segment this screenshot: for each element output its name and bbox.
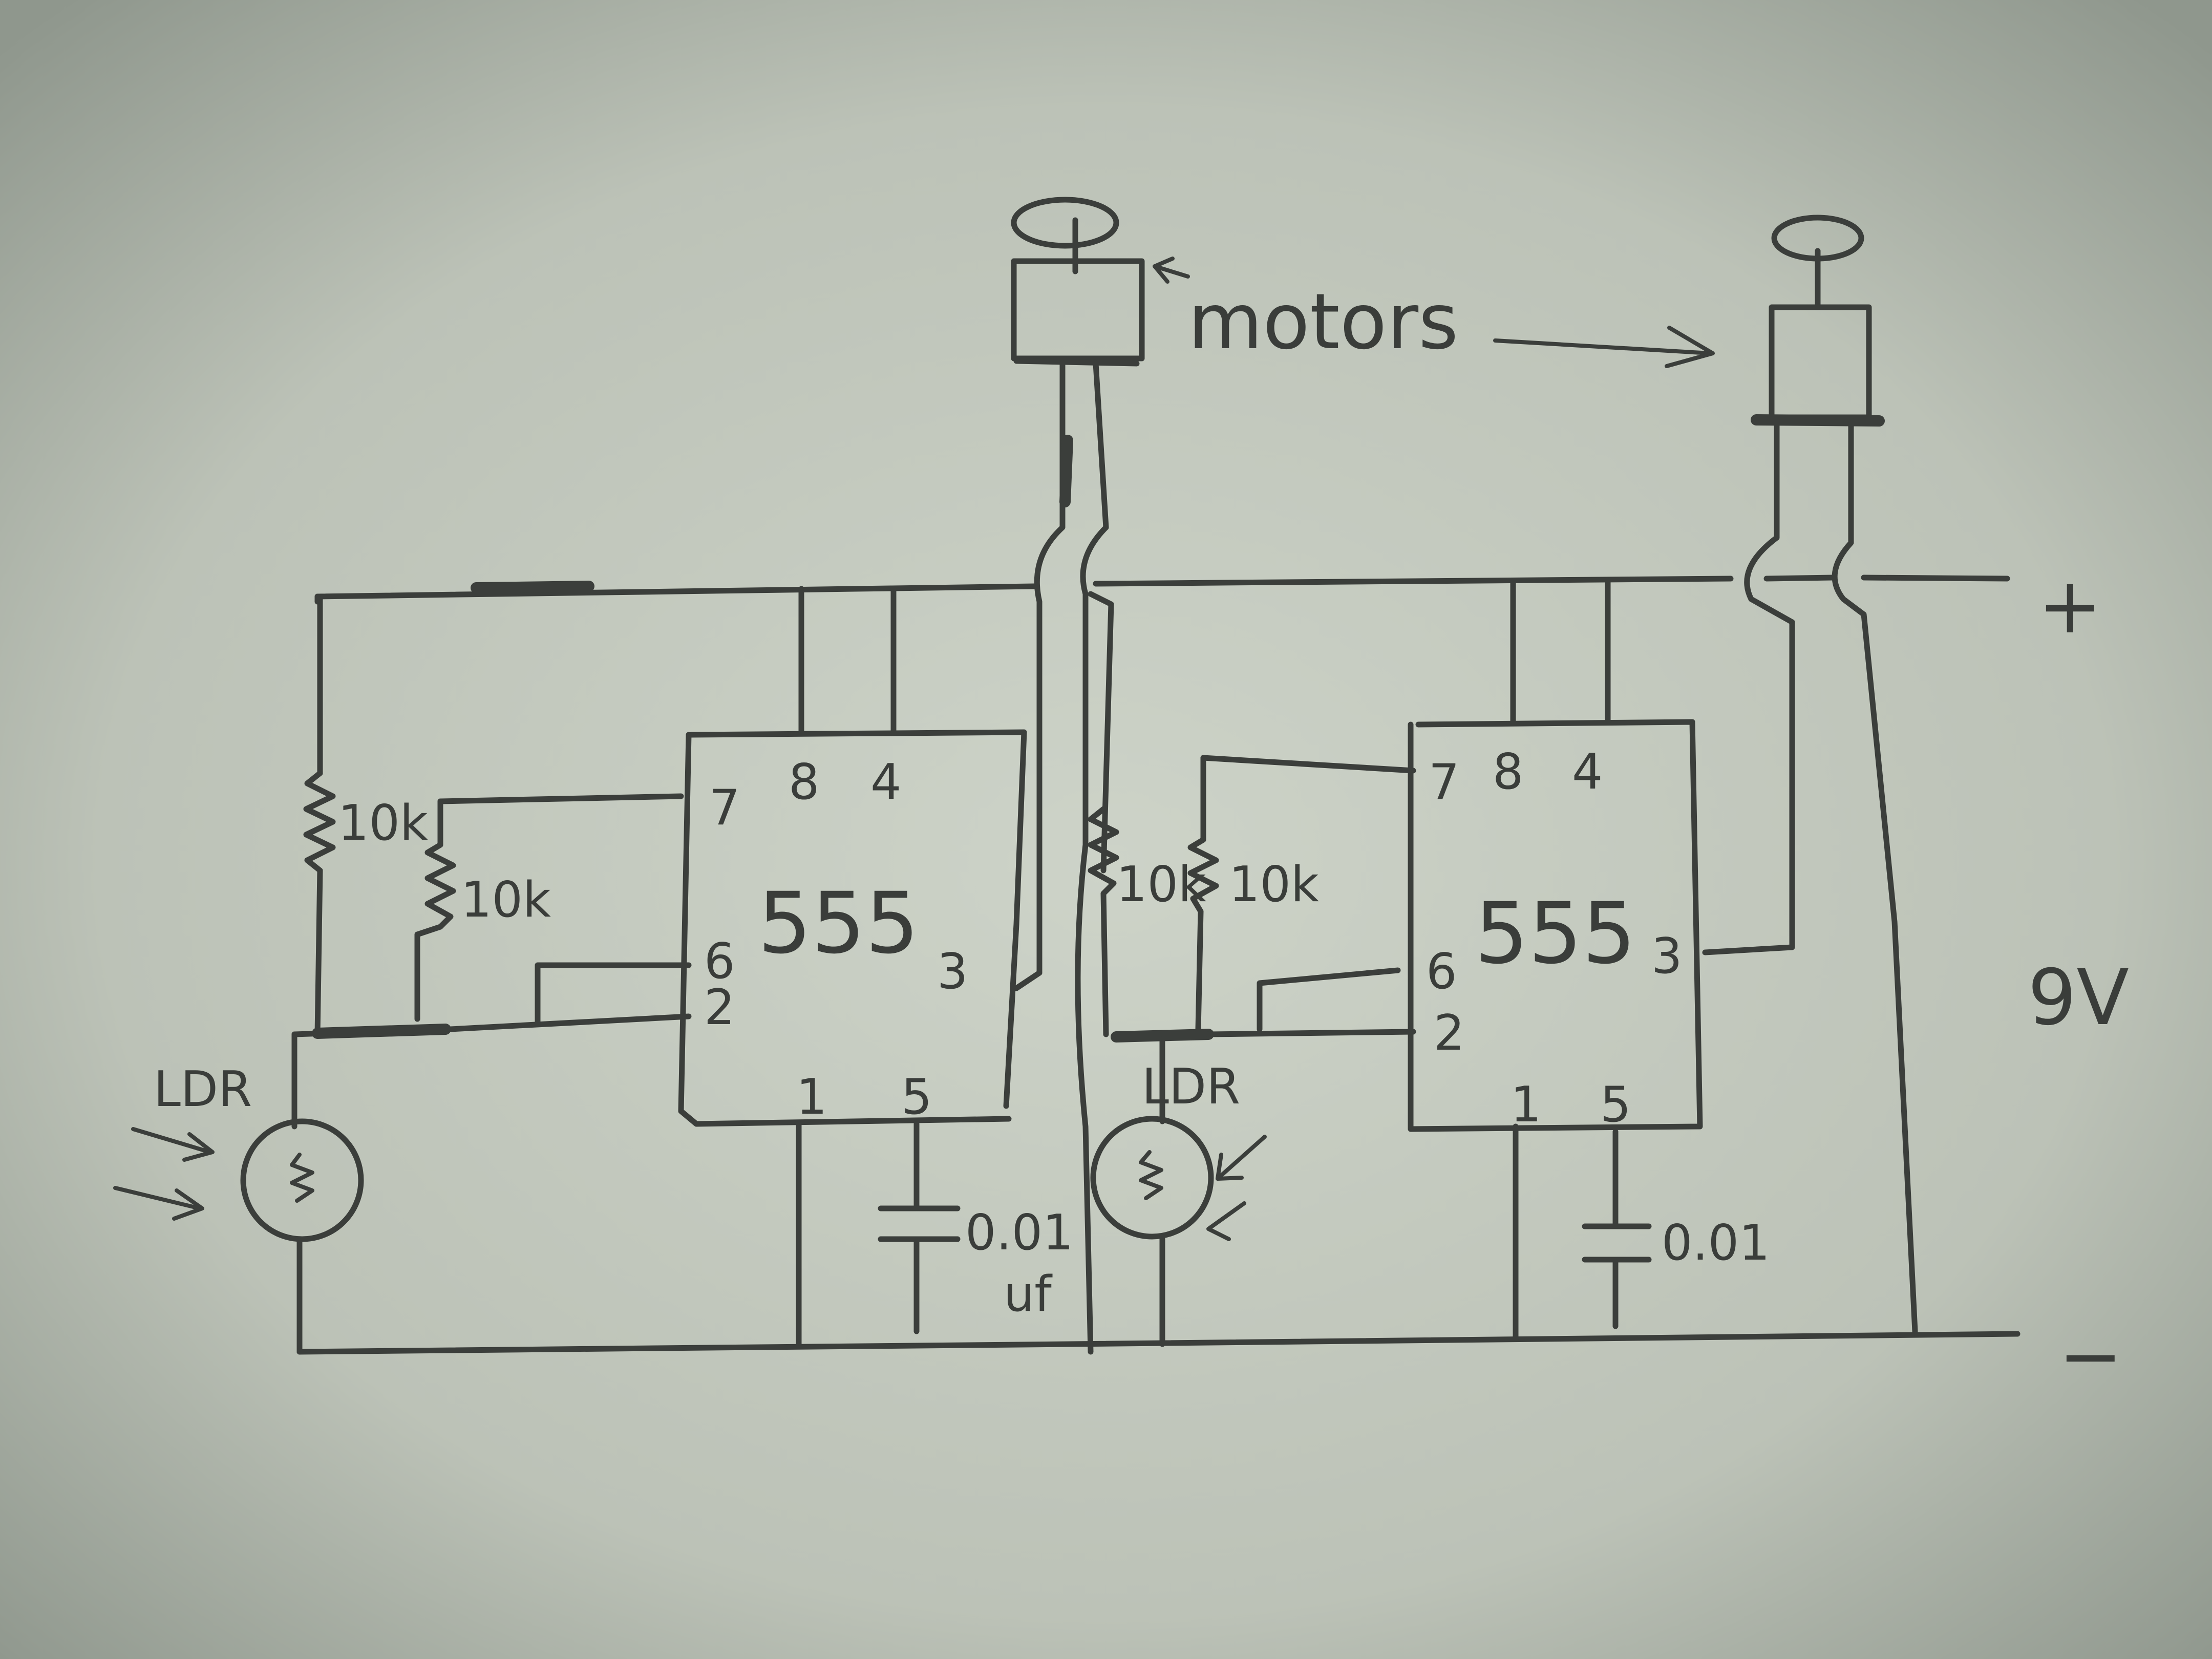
left-r2-label: 10k <box>461 872 551 928</box>
minus-label: − <box>2058 1312 2123 1401</box>
voltage-label: 9V <box>2028 953 2129 1043</box>
right-r1-label: 10k <box>1116 857 1206 913</box>
motors-arrows <box>1153 257 1715 368</box>
right-ldr <box>1090 1116 1214 1240</box>
left-pin-5: 5 <box>901 1069 932 1125</box>
motor-left-wires <box>1013 360 1114 1355</box>
left-cap-unit: uf <box>1004 1266 1053 1323</box>
left-cap-value: 0.01 <box>965 1205 1074 1261</box>
left-ic-body <box>678 729 1027 1127</box>
right-pin-2: 2 <box>1434 1005 1464 1061</box>
left-pin-3: 3 <box>937 944 968 1000</box>
negative-rail <box>296 1331 2020 1355</box>
motor-left <box>1011 197 1145 367</box>
right-capacitor <box>1582 1223 1652 1263</box>
plus-label: + <box>2038 562 2102 651</box>
right-light-arrow-2 <box>1206 1201 1246 1241</box>
right-ic-body <box>1408 719 1703 1132</box>
motor-right <box>1751 215 1885 427</box>
right-pin-5: 5 <box>1600 1077 1631 1133</box>
motor-body <box>1011 258 1145 361</box>
right-resistor-1 <box>1088 806 1119 1037</box>
left-light-arrow-1 <box>131 1127 215 1162</box>
right-resistor-2 <box>1187 755 1219 1032</box>
left-pin-6: 6 <box>704 933 735 990</box>
left-capacitor <box>878 1205 961 1242</box>
right-r2-label: 10k <box>1229 857 1319 913</box>
right-pin-8: 8 <box>1493 744 1523 800</box>
left-ic-label: 555 <box>758 874 919 972</box>
right-pin-3: 3 <box>1651 928 1682 985</box>
left-light-arrow-2 <box>113 1186 204 1221</box>
right-pin-7: 7 <box>1429 754 1459 811</box>
left-pin-2: 2 <box>704 980 735 1036</box>
left-ldr-label: LDR <box>154 1061 252 1118</box>
right-cap-value: 0.01 <box>1662 1215 1770 1271</box>
left-r1-label: 10k <box>338 795 428 852</box>
motor-right-wires <box>1702 417 1918 1334</box>
right-circuit: 555 7 8 4 6 2 3 5 1 10k 10k LDR <box>1088 578 1770 1347</box>
right-pin-4: 4 <box>1572 744 1603 800</box>
left-pin-4: 4 <box>870 754 901 811</box>
right-pin-6: 6 <box>1426 944 1457 1000</box>
left-pin-7: 7 <box>709 780 740 836</box>
left-circuit: 555 8 4 7 6 2 3 1 5 10k 10k LDR <box>113 586 1074 1355</box>
left-resistor-2 <box>414 798 456 1022</box>
left-pin-1: 1 <box>796 1069 827 1125</box>
right-ic-label: 555 <box>1475 884 1636 983</box>
motors-label: motors <box>1188 278 1458 367</box>
left-resistor-1 <box>303 770 336 1037</box>
right-light-arrow-1 <box>1216 1135 1267 1181</box>
positive-rail <box>314 575 2010 605</box>
left-pin-8: 8 <box>789 754 819 811</box>
right-ldr-label: LDR <box>1142 1059 1240 1115</box>
